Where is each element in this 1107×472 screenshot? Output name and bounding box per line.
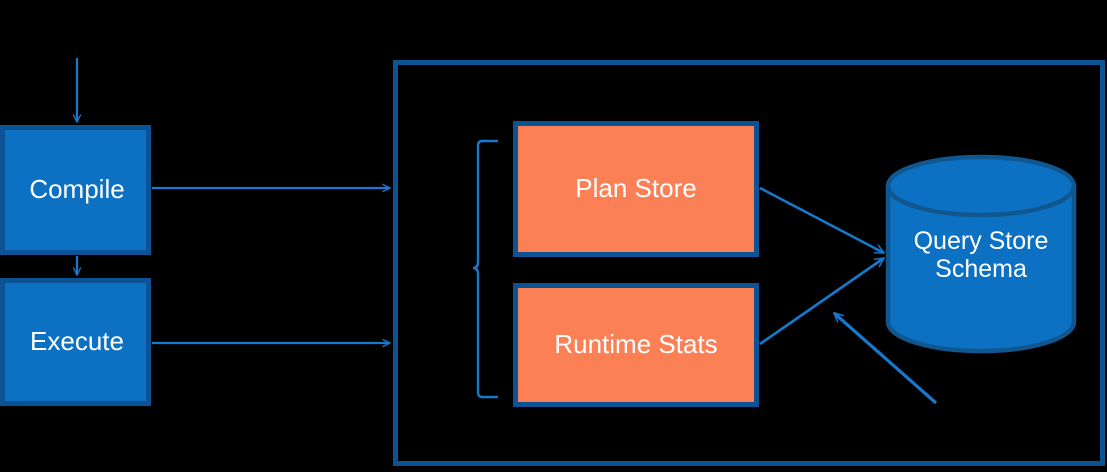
plan-store-box[interactable] <box>513 121 759 257</box>
query-store-boundary <box>393 60 1105 466</box>
cylinder-body <box>885 183 1077 354</box>
execute-box[interactable] <box>0 278 151 406</box>
cylinder-top <box>885 154 1077 218</box>
edge-external-to-schema <box>834 311 938 405</box>
compile-box[interactable] <box>0 125 151 255</box>
edge-runtime-to-schema <box>759 256 884 346</box>
runtime-stats-box[interactable] <box>513 283 759 407</box>
query-store-schema-cylinder[interactable] <box>885 154 1077 354</box>
edge-plan-to-schema <box>759 186 884 255</box>
stores-bracket <box>472 139 499 399</box>
